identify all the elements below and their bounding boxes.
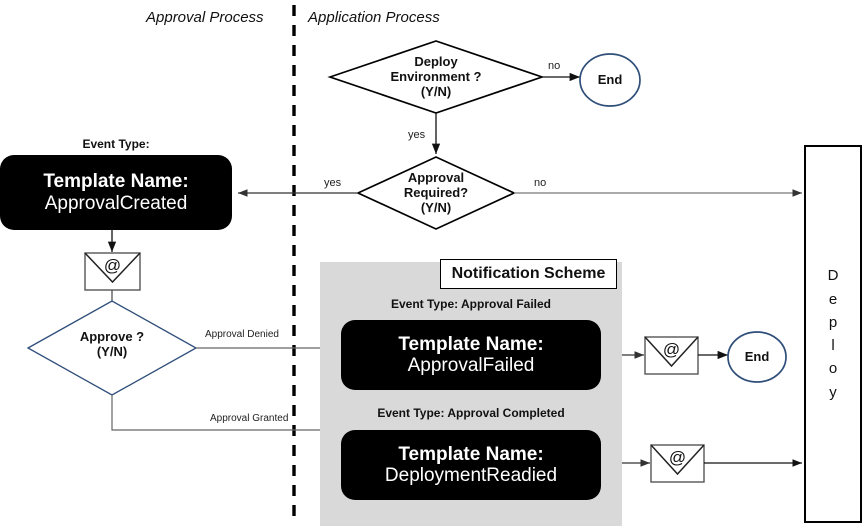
decision-approve-line1: Approve ? (79, 329, 145, 344)
edge-label-deploy-env-yes: yes (408, 129, 426, 141)
template-box-approval-created[interactable]: Template Name: ApprovalCreated (0, 155, 232, 230)
approval-created-caption: Event Type: (82, 137, 150, 151)
deployment-readied-title: Template Name: (398, 443, 544, 465)
deploy-box-label-stack: D e p l o y (828, 264, 839, 404)
deploy-letter-3: l (831, 337, 835, 354)
at-symbol-readied: @ (668, 448, 687, 467)
deploy-letter-0: D (827, 267, 839, 285)
edge-label-approval-required-no: no (534, 177, 547, 189)
deployment-readied-name: DeploymentReadied (384, 465, 558, 486)
edge-approval-granted (111, 395, 338, 434)
edge-label-approval-denied: Approval Denied (205, 329, 279, 340)
decision-deploy-environment-line1: Deploy (414, 54, 458, 69)
mail-icon-failed[interactable]: @ (645, 337, 698, 363)
mail-icon-readied-flap (650, 444, 705, 476)
decision-approval-required-line3: (Y/N) (420, 199, 452, 215)
end-node-mid-shape (727, 331, 787, 383)
deploy-letter-5: y (829, 383, 837, 401)
edge-label-deploy-env-no: no (548, 60, 561, 72)
decision-approve-line2: (Y/N) (96, 343, 128, 359)
mail-icon-top-flap (84, 252, 141, 284)
mail-icon-failed-flap (644, 336, 699, 368)
decision-approval-required-line2: Required? (403, 184, 469, 200)
lane-title-approval-process: Approval Process (146, 9, 264, 26)
template-box-deployment-readied[interactable]: Template Name: DeploymentReadied (341, 430, 601, 500)
at-symbol-top: @ (103, 256, 122, 275)
approval-created-name: ApprovalCreated (44, 192, 188, 214)
template-box-approval-failed[interactable]: Template Name: ApprovalFailed (341, 320, 601, 390)
lane-title-application-process: Application Process (308, 9, 440, 26)
approval-failed-name: ApprovalFailed (407, 355, 535, 376)
decision-deploy-environment-line3: (Y/N) (420, 83, 452, 99)
at-symbol-failed: @ (662, 340, 681, 359)
mail-icon-failed-shape (644, 336, 699, 375)
approval-failed-title: Template Name: (398, 333, 544, 355)
end-node-top-shape (579, 53, 641, 107)
end-node-mid-label: End (744, 349, 770, 364)
mail-icon-readied[interactable]: @ (651, 445, 704, 471)
deploy-letter-2: p (828, 313, 838, 331)
deploy-box[interactable]: D e p l o y (804, 145, 862, 523)
decision-approval-required-line1: Approval (407, 170, 465, 185)
decision-deploy-environment-label[interactable]: Deploy Environment ? (Y/N) (386, 54, 486, 100)
approval-created-title: Template Name: (43, 171, 189, 193)
approval-failed-caption: Event Type: Approval Failed (390, 297, 552, 311)
deployment-readied-caption: Event Type: Approval Completed (377, 406, 565, 420)
deploy-letter-1: e (828, 290, 838, 308)
mail-icon-readied-shape (650, 444, 705, 483)
mail-icon-top[interactable]: @ (85, 253, 140, 279)
decision-approve-label[interactable]: Approve ? (Y/N) (62, 329, 162, 360)
notification-scheme-header: Notification Scheme (440, 259, 617, 289)
edge-label-approval-required-yes: yes (324, 177, 342, 189)
end-node-top-label: End (597, 72, 623, 87)
decision-approval-required-label[interactable]: Approval Required? (Y/N) (386, 170, 486, 216)
decision-deploy-environment-line2: Environment ? (390, 68, 482, 84)
edge-label-approval-granted: Approval Granted (210, 413, 289, 424)
deploy-letter-4: o (828, 360, 838, 378)
